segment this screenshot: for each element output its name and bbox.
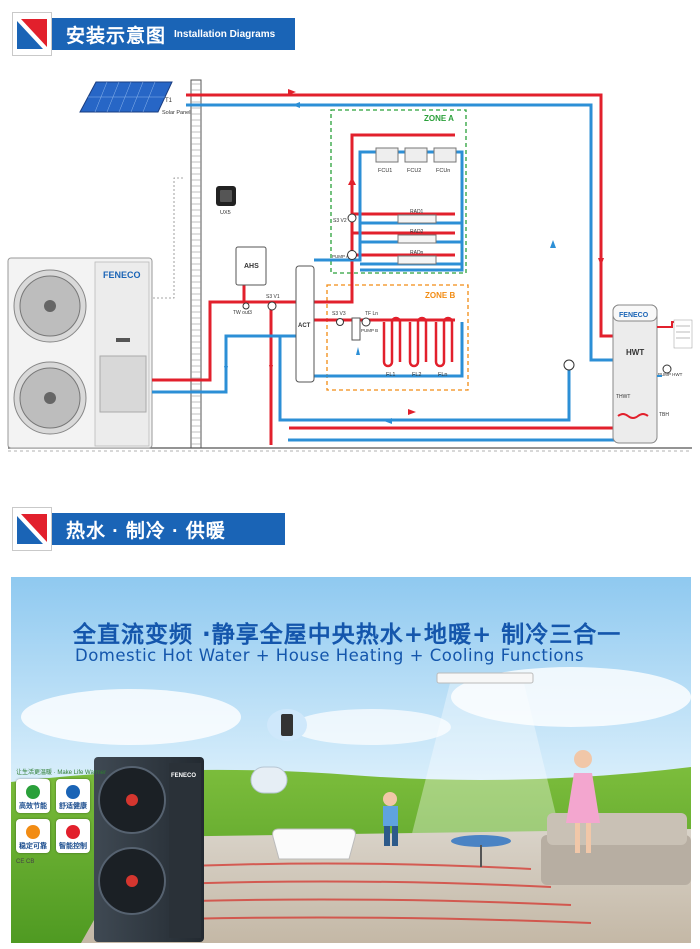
- hwt-label: HWT: [626, 348, 644, 357]
- feature-comfort: 舒适健康: [56, 779, 90, 813]
- zone-a-box: [330, 109, 467, 274]
- zone-b-label: ZONE B: [425, 291, 455, 300]
- tbh-label: TBH: [659, 412, 669, 418]
- feature-smart: 智能控制: [56, 819, 90, 853]
- section-title-zh: 安装示意图: [66, 25, 167, 47]
- fan-top-icon: [13, 269, 87, 343]
- banner-logo-icon: [12, 12, 52, 56]
- feature-reliable: 稳定可靠: [16, 819, 50, 853]
- scene-headline-en: Domestic Hot Water + House Heating + Coo…: [75, 646, 585, 665]
- heat-pump-product: FENECO: [94, 757, 204, 942]
- reliable-icon: [26, 825, 40, 839]
- banner-title-bar: 热水 · 制冷 · 供暖: [52, 513, 285, 545]
- valve-s3v1: S3 V1: [266, 294, 280, 311]
- pump-b-label: PUMP B: [361, 328, 378, 333]
- unit-brand: FENECO: [103, 270, 141, 280]
- scene-headline-zh: 全直流变频 ·静享全屋中央热水+地暖+ 制冷三合一: [73, 622, 622, 648]
- pump-circ-icon: [563, 359, 575, 371]
- s3v1-label: S3 V1: [266, 294, 280, 300]
- fcu2-label: FCU2: [407, 168, 421, 174]
- s3v3-label: S3 V3: [332, 311, 346, 317]
- feature-badges: 让生活更温暖 · Make Life Warmer 高效节能 舒适健康 稳定可靠…: [16, 767, 107, 865]
- comfort-icon: [66, 785, 80, 799]
- flow-arrows-cold: [224, 102, 556, 424]
- installation-diagram: T1 Solar Panel UX5 FENECO ZONE A ZONE B: [7, 79, 693, 452]
- rad1-label: RAD1: [410, 209, 424, 215]
- pump-hwt-label: PUMP HWT: [658, 372, 683, 377]
- pump-hwt-icon: [662, 364, 672, 374]
- fl1-label: FL1: [386, 372, 395, 378]
- act-label: ACT: [298, 323, 311, 329]
- zone-b-box: [326, 284, 469, 391]
- thwt-label: THWT: [616, 394, 630, 400]
- fln-label: FLn: [438, 372, 447, 378]
- fcun-label: FCUn: [436, 168, 450, 174]
- radn-label: RADn: [410, 250, 424, 256]
- outdoor-unit: FENECO: [7, 257, 153, 449]
- woman-figure: [566, 750, 600, 853]
- smartphone-icon: [281, 714, 293, 736]
- section-title-en: Installation Diagrams: [174, 28, 276, 40]
- rad2-label: RAD2: [410, 229, 424, 235]
- wifi-icon: [66, 825, 80, 839]
- bathtub: [272, 828, 356, 860]
- hwt-brand: FENECO: [619, 312, 649, 319]
- fan-bottom-icon: [13, 361, 87, 435]
- controller-ux5: UX5: [150, 177, 236, 299]
- valve-s3v3: S3 V3: [332, 311, 346, 326]
- flow-arrows-hot: [269, 89, 604, 415]
- fl2-label: FL2: [412, 372, 421, 378]
- product-scene: FENECO 全直流变频 ·静享全屋中央热水+地暖+ 制冷三合一 Domesti…: [11, 577, 691, 943]
- fcu1-label: FCU1: [378, 168, 392, 174]
- solar-panel-label: Solar Panel: [162, 110, 190, 116]
- valve-s3v2: S3 V2: [333, 213, 357, 224]
- fcu-units: FCU1 FCU2 FCUn: [375, 147, 457, 174]
- certification-marks: CE CB: [16, 859, 35, 865]
- s3v2-label: S3 V2: [333, 218, 347, 224]
- tw-label: TW out3: [233, 310, 252, 316]
- pump-a-icon: PUMP A: [332, 250, 357, 260]
- section-title-zh: 热水 · 制冷 · 供暖: [66, 520, 226, 542]
- radiators: RAD1 RAD2 RADn: [397, 209, 437, 265]
- energy-saving-icon: [26, 785, 40, 799]
- ceiling-ac-unit: [436, 672, 534, 684]
- solar-panel: T1 Solar Panel: [79, 81, 190, 116]
- floor-loops: [382, 316, 454, 368]
- banner-logo-icon: [12, 507, 52, 551]
- scene-illustration: FENECO: [11, 577, 691, 943]
- ahs-label: AHS: [244, 263, 259, 270]
- t1-label: T1: [165, 98, 173, 104]
- feature-efficient: 高效节能: [16, 779, 50, 813]
- pump-a-label: PUMP A: [332, 254, 349, 259]
- act-tank: ACT: [295, 265, 315, 383]
- tfln-label: TF Ln: [365, 311, 378, 317]
- hwt-tank: FENECO HWT THWT: [612, 304, 658, 444]
- slogan-text: 让生活更温暖 · Make Life Warmer: [16, 770, 107, 776]
- product-brand: FENECO: [171, 773, 196, 779]
- ahs-box: AHS: [235, 246, 267, 286]
- pump-b-icon: PUMP B: [361, 317, 378, 333]
- shower-outlet-icon: [673, 319, 693, 349]
- child-figure: [383, 792, 398, 846]
- banner-title-bar: 安装示意图 Installation Diagrams: [52, 18, 295, 50]
- section-banner-functions: 热水 · 制冷 · 供暖: [12, 507, 285, 551]
- section-banner-installation: 安装示意图 Installation Diagrams: [12, 12, 295, 56]
- zone-a-label: ZONE A: [424, 114, 454, 123]
- ux5-label: UX5: [220, 210, 231, 216]
